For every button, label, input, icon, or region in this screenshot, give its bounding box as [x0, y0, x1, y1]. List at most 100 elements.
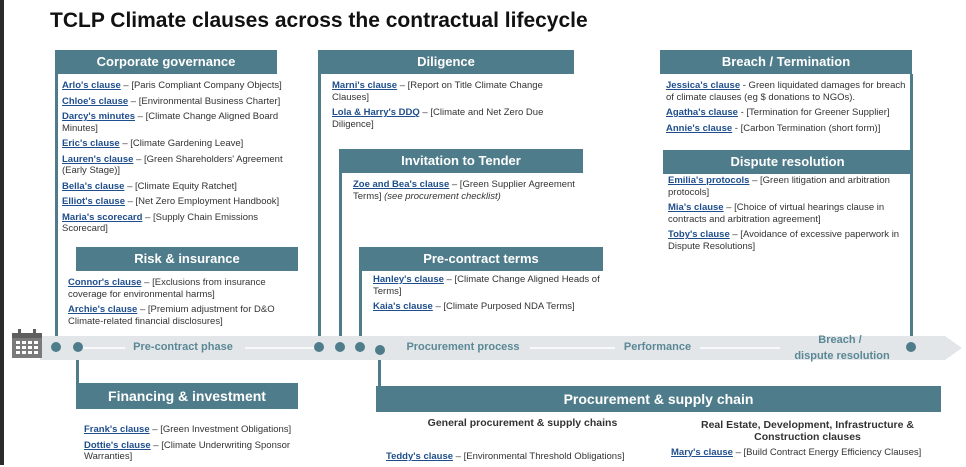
clause-item: Marni's clause – [Report on Title Climat… [332, 80, 572, 103]
timeline-dot [375, 345, 385, 355]
clause-link[interactable]: Lauren's clause [62, 153, 134, 165]
clause-item: Eric's clause – [Climate Gardening Leave… [62, 138, 292, 150]
header-dispute-resolution: Dispute resolution [663, 150, 912, 174]
connector-precontract [359, 270, 362, 346]
clause-link[interactable]: Annie's clause [666, 122, 733, 134]
list-real-estate: Mary's clause – [Build Contract Energy E… [671, 447, 941, 463]
clause-item: Connor's clause – [Exclusions from insur… [68, 277, 296, 300]
clause-item: Teddy's clause – [Environmental Threshol… [386, 451, 656, 463]
timeline-dot [335, 342, 345, 352]
timeline-dot [73, 342, 83, 352]
clause-link[interactable]: Agatha's clause [666, 107, 738, 118]
phase-procurement: Procurement process [406, 341, 520, 353]
clause-item: Darcy's minutes – [Climate Change Aligne… [62, 111, 292, 134]
header-risk-insurance: Risk & insurance [76, 247, 298, 271]
clause-link[interactable]: Frank's clause [84, 424, 150, 435]
clause-description: – [Premium adjustment for D&O Climate-re… [68, 304, 275, 327]
clause-link[interactable]: Dottie's clause [84, 439, 151, 451]
subheader-real-estate: Real Estate, Development, Infrastructure… [701, 419, 914, 443]
clause-link[interactable]: Chloe's clause [62, 95, 129, 107]
list-dispute-resolution: Emilia's protocols – [Green litigation a… [668, 175, 906, 256]
clause-item: Lola & Harry's DDQ – [Climate and Net Ze… [332, 107, 572, 130]
header-invitation-to-tender: Invitation to Tender [339, 149, 583, 173]
clause-link[interactable]: Bella's clause [62, 180, 125, 192]
clause-link[interactable]: Connor's clause [68, 277, 142, 288]
timeline-dot [355, 342, 365, 352]
clause-link[interactable]: Jessica's clause [666, 80, 741, 91]
clause-item: Emilia's protocols – [Green litigation a… [668, 175, 906, 198]
clause-description: – [Supply Chain Emissions Scorecard] [62, 211, 259, 235]
clause-link[interactable]: Marni's clause [332, 80, 398, 91]
clause-item: Frank's clause – [Green Investment Oblig… [84, 424, 309, 436]
clause-link[interactable]: Emilia's protocols [668, 175, 750, 186]
clause-item: Jessica's clause - Green liquidated dama… [666, 80, 906, 103]
phase-breach-line1: Breach / [818, 334, 862, 346]
connector-corporate [55, 74, 58, 346]
clause-link[interactable]: Lola & Harry's DDQ [332, 107, 420, 118]
clause-link[interactable]: Maria's scorecard [62, 211, 143, 223]
clause-item: Elliot's clause – [Net Zero Employment H… [62, 196, 292, 208]
clause-item: Hanley's clause – [Climate Change Aligne… [373, 274, 613, 297]
page-title: TCLP Climate clauses across the contract… [50, 9, 588, 32]
clause-item: Mary's clause – [Build Contract Energy E… [671, 447, 941, 459]
clause-description: – [Green Shareholders' Agreement (Early … [62, 153, 283, 177]
clause-description: – [Paris Compliant Company Objects] [120, 80, 282, 91]
clause-link[interactable]: Eric's clause [62, 138, 120, 149]
clause-description: – [Choice of virtual hearings clause in … [668, 202, 885, 225]
list-financing-investment: Frank's clause – [Green Investment Oblig… [84, 424, 309, 467]
clause-description: – [Environmental Threshold Obligations] [453, 451, 625, 462]
timeline-arrow-shape [40, 336, 962, 360]
header-corporate-governance: Corporate governance [55, 50, 277, 74]
clause-link[interactable]: Hanley's clause [373, 274, 444, 285]
timeline-dot [51, 342, 61, 352]
clause-item: Annie's clause - [Carbon Termination (sh… [666, 123, 906, 135]
clause-link[interactable]: Kaia's clause [373, 301, 433, 312]
clause-item: Archie's clause – [Premium adjustment fo… [68, 304, 296, 327]
clause-description: – [Climate Underwriting Sponsor Warranti… [84, 439, 291, 463]
clause-item: Arlo's clause – [Paris Compliant Company… [62, 80, 292, 92]
connector-procurement [378, 348, 381, 388]
list-breach-termination: Jessica's clause - Green liquidated dama… [666, 80, 906, 138]
clause-link[interactable]: Zoe and Bea's clause [353, 179, 450, 190]
clause-description: – [Green Investment Obligations] [149, 424, 292, 435]
clause-link[interactable]: Arlo's clause [62, 80, 121, 91]
clause-link[interactable]: Elliot's clause [62, 196, 125, 207]
clause-item: Bella's clause – [Climate Equity Ratchet… [62, 181, 292, 193]
clause-description: – [Green Supplier Agreement Terms] [353, 179, 575, 202]
clause-description: – [Climate Gardening Leave] [119, 138, 244, 149]
clause-description: – [Climate Change Aligned Heads of Terms… [373, 274, 600, 297]
clause-description: - [Termination for Greener Supplier] [737, 107, 890, 118]
clause-description: – [Climate Change Aligned Board Minutes] [62, 111, 279, 134]
clause-item: Agatha's clause - [Termination for Green… [666, 107, 906, 119]
clause-link[interactable]: Archie's clause [68, 304, 138, 315]
clause-note: (see procurement checklist) [384, 190, 501, 202]
phase-breach-line2: dispute resolution [794, 350, 890, 362]
clause-item: Dottie's clause – [Climate Underwriting … [84, 440, 309, 463]
list-risk-insurance: Connor's clause – [Exclusions from insur… [68, 277, 296, 331]
clause-item: Maria's scorecard – [Supply Chain Emissi… [62, 212, 292, 235]
clause-link[interactable]: Darcy's minutes [62, 111, 136, 122]
phase-pre-contract: Pre-contract phase [133, 341, 233, 353]
clause-link[interactable]: Toby's clause [668, 229, 730, 240]
header-diligence: Diligence [318, 50, 574, 74]
clause-item: Chloe's clause – [Environmental Business… [62, 96, 292, 108]
clause-link[interactable]: Mary's clause [671, 447, 733, 458]
clause-item: Toby's clause – [Avoidance of excessive … [668, 229, 906, 252]
connector-breach [910, 74, 913, 346]
list-pre-contract-terms: Hanley's clause – [Climate Change Aligne… [373, 274, 613, 317]
clause-description: – [Report on Title Climate Change Clause… [332, 80, 543, 103]
clause-description: – [Climate Equity Ratchet] [124, 180, 237, 192]
timeline-dot [314, 342, 324, 352]
header-procurement-supply-chain: Procurement & supply chain [376, 386, 941, 412]
clause-link[interactable]: Teddy's clause [386, 451, 454, 462]
clause-item: Lauren's clause – [Green Shareholders' A… [62, 154, 292, 177]
clause-link[interactable]: Mia's clause [668, 202, 724, 213]
timeline-dot [906, 342, 916, 352]
connector-financing [76, 346, 79, 386]
clause-description: – [Avoidance of excessive paperwork in D… [668, 229, 900, 252]
left-edge-bar [0, 0, 4, 465]
clause-description: - Green liquidated damages for breach of… [666, 80, 906, 103]
clause-description: – [Climate Purposed NDA Terms] [432, 301, 575, 312]
clause-item: Mia's clause – [Choice of virtual hearin… [668, 202, 906, 225]
clause-item: Kaia's clause – [Climate Purposed NDA Te… [373, 301, 613, 313]
